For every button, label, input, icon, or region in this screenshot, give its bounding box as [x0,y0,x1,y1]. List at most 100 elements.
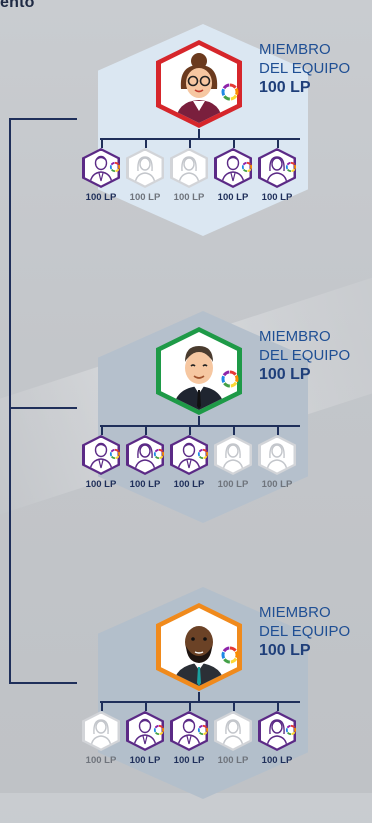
bracket-tick [9,682,77,684]
member-points: 100 LP [173,479,205,490]
member-points: 100 LP [261,755,293,766]
team-member[interactable]: 100 LP [212,435,254,490]
member-points: 100 LP [261,479,293,490]
tree-connector [233,138,235,148]
member-hex [82,711,120,751]
leader-role-line1: MIEMBRO [259,328,331,345]
tree-connector [198,416,200,426]
member-points: 100 LP [173,755,205,766]
member-hex [82,148,120,188]
woman-icon [128,150,162,186]
member-points: 100 LP [129,755,161,766]
progress-ring-icon [220,369,240,389]
leader-label: MIEMBRO DEL EQUIPO 100 LP [259,40,350,97]
leader-label: MIEMBRO DEL EQUIPO 100 LP [259,327,350,384]
team-member[interactable]: 100 LP [80,148,122,203]
progress-ring-icon [285,160,296,173]
leader-role-line2: DEL EQUIPO [259,60,351,77]
tree-connector [101,425,103,435]
woman-icon [216,713,250,749]
team-member[interactable]: 100 LP [256,435,298,490]
member-points: 100 LP [129,192,161,203]
leader-points: 100 LP [259,642,311,659]
member-hex [170,148,208,188]
bracket-tick [9,118,77,120]
man-icon [128,713,162,749]
team-member[interactable]: 100 LP [124,435,166,490]
member-points: 100 LP [261,192,293,203]
tree-connector [277,425,279,435]
woman-icon [84,713,118,749]
member-hex [214,435,252,475]
woman-icon [260,150,294,186]
member-points: 100 LP [217,192,249,203]
team-member[interactable]: 100 LP [80,711,122,766]
team-member[interactable]: 100 LP [212,148,254,203]
woman-icon [172,150,206,186]
team-group: MIEMBRO DEL EQUIPO 100 LP 100 LP [0,287,372,547]
leader-role-line1: MIEMBRO [259,41,331,58]
member-points: 100 LP [217,479,249,490]
leader-points: 100 LP [259,79,311,96]
team-member[interactable]: 100 LP [124,711,166,766]
leader-avatar[interactable] [156,40,242,128]
progress-ring-icon [109,447,120,460]
member-points: 100 LP [85,479,117,490]
team-member[interactable]: 100 LP [168,148,210,203]
progress-ring-icon [197,447,208,460]
woman-icon [260,437,294,473]
page-title: ento [0,0,35,11]
tree-connector [101,138,103,148]
member-hex [258,148,296,188]
tree-connector [233,701,235,711]
woman-icon [128,437,162,473]
member-hex [126,435,164,475]
team-member[interactable]: 100 LP [168,711,210,766]
leader-avatar[interactable] [156,603,242,691]
group-bracket-line [9,118,11,684]
member-hex [258,711,296,751]
team-member[interactable]: 100 LP [256,148,298,203]
member-points: 100 LP [217,755,249,766]
member-hex [126,711,164,751]
man-icon [216,150,250,186]
tree-connector [233,425,235,435]
member-points: 100 LP [85,755,117,766]
member-hex [82,435,120,475]
bracket-tick [9,407,77,409]
tree-connector [198,129,200,139]
team-member[interactable]: 100 LP [212,711,254,766]
member-hex [170,711,208,751]
tree-connector [189,425,191,435]
tree-connector [100,138,300,140]
man-icon [84,437,118,473]
team-group: MIEMBRO DEL EQUIPO 100 LP 100 LP [0,563,372,823]
tree-connector [100,701,300,703]
progress-ring-icon [220,645,240,665]
team-group: MIEMBRO DEL EQUIPO 100 LP 100 LP [0,0,372,260]
tree-connector [100,425,300,427]
team-member[interactable]: 100 LP [256,711,298,766]
team-member[interactable]: 100 LP [168,435,210,490]
tree-connector [101,701,103,711]
tree-connector [145,138,147,148]
man-icon [172,437,206,473]
woman-icon [260,713,294,749]
progress-ring-icon [109,160,120,173]
team-member[interactable]: 100 LP [80,435,122,490]
tree-connector [189,138,191,148]
member-points: 100 LP [173,192,205,203]
woman-glasses-avatar [161,45,237,123]
progress-ring-icon [197,723,208,736]
tree-connector [198,692,200,702]
tree-connector [145,701,147,711]
leader-points: 100 LP [259,366,311,383]
man-icon [172,713,206,749]
leader-role-line2: DEL EQUIPO [259,623,351,640]
woman-icon [216,437,250,473]
leader-avatar[interactable] [156,327,242,415]
member-hex [258,435,296,475]
team-member[interactable]: 100 LP [124,148,166,203]
progress-ring-icon [241,160,252,173]
progress-ring-icon [285,723,296,736]
